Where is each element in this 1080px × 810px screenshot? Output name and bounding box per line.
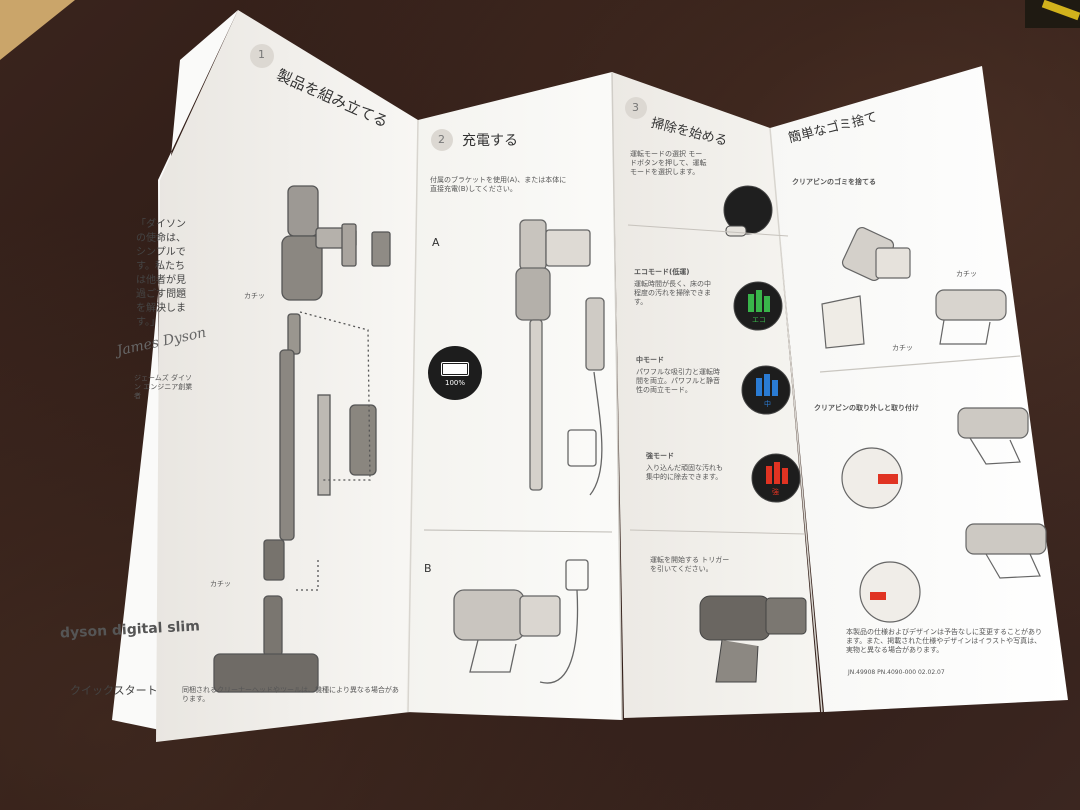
charging-instruction: 付属のブラケットを使用(A)、または本体に直接充電(B)してください。 [430,176,567,193]
battery-icon [441,362,469,376]
eco-mode-icon [748,290,770,312]
mid-badge: 中 [764,400,771,408]
mid-mode-icon [756,374,778,396]
strong-mode-icon [766,462,788,484]
trigger-text: 運転を開始する トリガーを引いてください。 [650,556,730,573]
bin-illustration [819,226,1047,623]
label-a: A [432,236,440,249]
signature-caption: ジェームズ ダイソン エンジニア創業者 [134,374,193,400]
mid-text: パワフルな吸引力と運転時間を両立。パワフルと静音性の両立モード。 [636,368,720,394]
panel-1-footnote: 同梱されるクリーナーヘッドやツールは、機種により異なる場合があります。 [182,686,399,703]
mid-title: 中モード [636,356,664,364]
mode-select-text: 運転モードの選択 モードボタンを押して、運転モードを選択します。 [630,150,707,176]
bin-empty-heading: クリアビンのゴミを捨てる [792,178,876,186]
cover-panel [112,10,238,730]
eco-text: 運転時間が長く、床の中程度の汚れを掃除できます。 [634,280,711,306]
eco-badge: エコ [752,316,766,324]
step-1-number: 1 [258,48,265,61]
step-2-number: 2 [438,133,445,146]
strong-text: 入り込んだ頑固な汚れも集中的に除去できます。 [646,464,723,481]
battery-indicator: 100% [428,346,482,400]
click-label-3: カチッ [956,270,977,278]
click-label-2: カチッ [210,580,231,588]
battery-percent: 100% [444,379,465,387]
bin-remove-heading: クリアビンの取り外しと取り付け [814,404,919,412]
vacuum-parts-illustration [213,185,391,693]
step-2-title: 充電する [462,133,518,149]
panel-4-code: JN.49908 PN.4090-000 02.02.07 [848,669,945,676]
step-3-number: 3 [632,101,639,114]
quickstart-label: クイックスタート [70,684,158,697]
charging-illustration [453,219,605,684]
click-label-4: カチッ [892,344,913,352]
strong-badge: 強 [772,488,779,496]
eco-title: エコモード(低運) [634,268,690,276]
panel-3 [612,72,820,718]
yellow-object [1025,0,1080,28]
panel-4-note: 本製品の仕様およびデザインは予告なしに変更することがあります。また、掲載された仕… [846,628,1042,654]
panel-4 [770,66,1068,712]
click-label-1: カチッ [244,292,265,300]
strong-title: 強モード [646,452,674,460]
label-b: B [424,562,432,575]
dyson-quote: 「ダイソンの使命は、シンプルです。私たちは他者が見過ごす問題を解決します。」 [136,219,187,328]
